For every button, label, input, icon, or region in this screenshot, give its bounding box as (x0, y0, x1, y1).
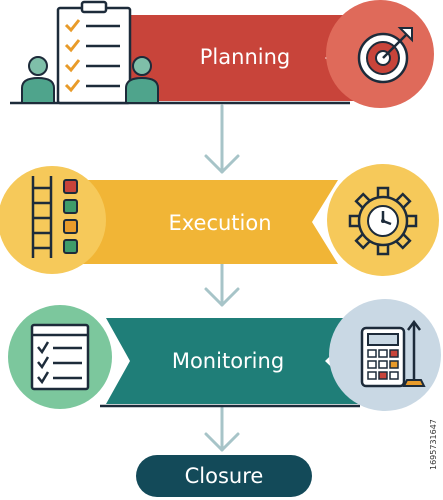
stock-id-watermark: 1695731647 (429, 419, 438, 470)
closure-label: Closure (185, 464, 264, 488)
execution-step: Execution (0, 164, 439, 276)
execution-label: Execution (168, 211, 271, 235)
gear-clock-icon (348, 186, 418, 256)
planning-label: Planning (200, 45, 290, 69)
monitoring-banner (106, 318, 370, 404)
closure-pill (136, 455, 312, 497)
planning-banner (100, 15, 378, 101)
monitoring-step: Monitoring (8, 299, 441, 411)
connector-arrow-1 (204, 104, 240, 174)
calculator-with-pointer-icon (360, 319, 426, 388)
execution-banner (70, 180, 338, 264)
execution-left-circle (0, 166, 106, 274)
connector-arrow-3 (204, 406, 240, 452)
planning-step: Planning (10, 0, 434, 108)
checklist-window-icon (30, 323, 90, 391)
connector-arrow-2 (204, 260, 240, 307)
checklist-clipboard-with-people-icon (21, 0, 159, 105)
monitoring-label: Monitoring (172, 349, 284, 373)
ladder-with-checkboxes-icon (31, 176, 78, 258)
target-with-arrow-icon (357, 27, 413, 84)
closure-step: Closure (136, 455, 312, 497)
